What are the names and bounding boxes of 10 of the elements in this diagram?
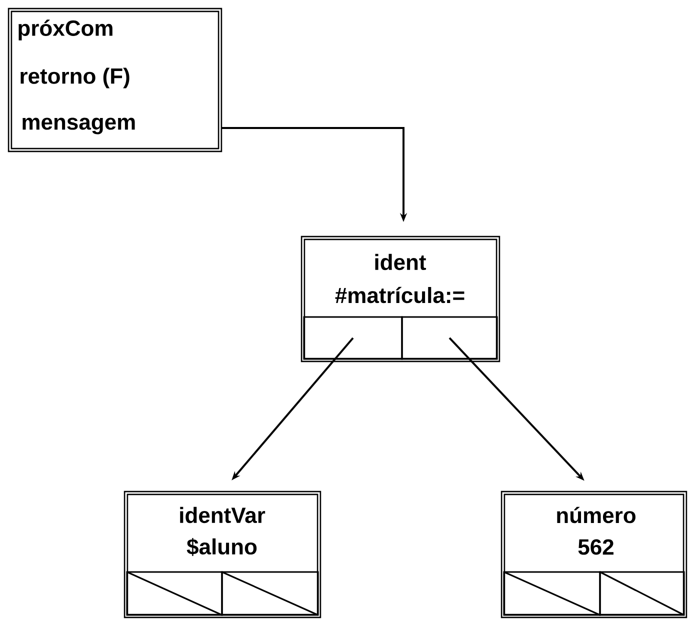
null-pointer-cell (503, 571, 601, 616)
record-box: ident #matrícula:= (300, 236, 500, 362)
record-box: próxCom retorno (F) mensagem (8, 8, 222, 152)
record-box: identVar $aluno (124, 490, 322, 618)
record-box: número 562 (500, 490, 688, 618)
null-pointer-cell (599, 571, 685, 616)
pointer-cell (401, 316, 498, 360)
null-pointer-cell (221, 571, 319, 616)
null-pointer-cell (126, 571, 223, 616)
pointer-cell (303, 316, 403, 360)
